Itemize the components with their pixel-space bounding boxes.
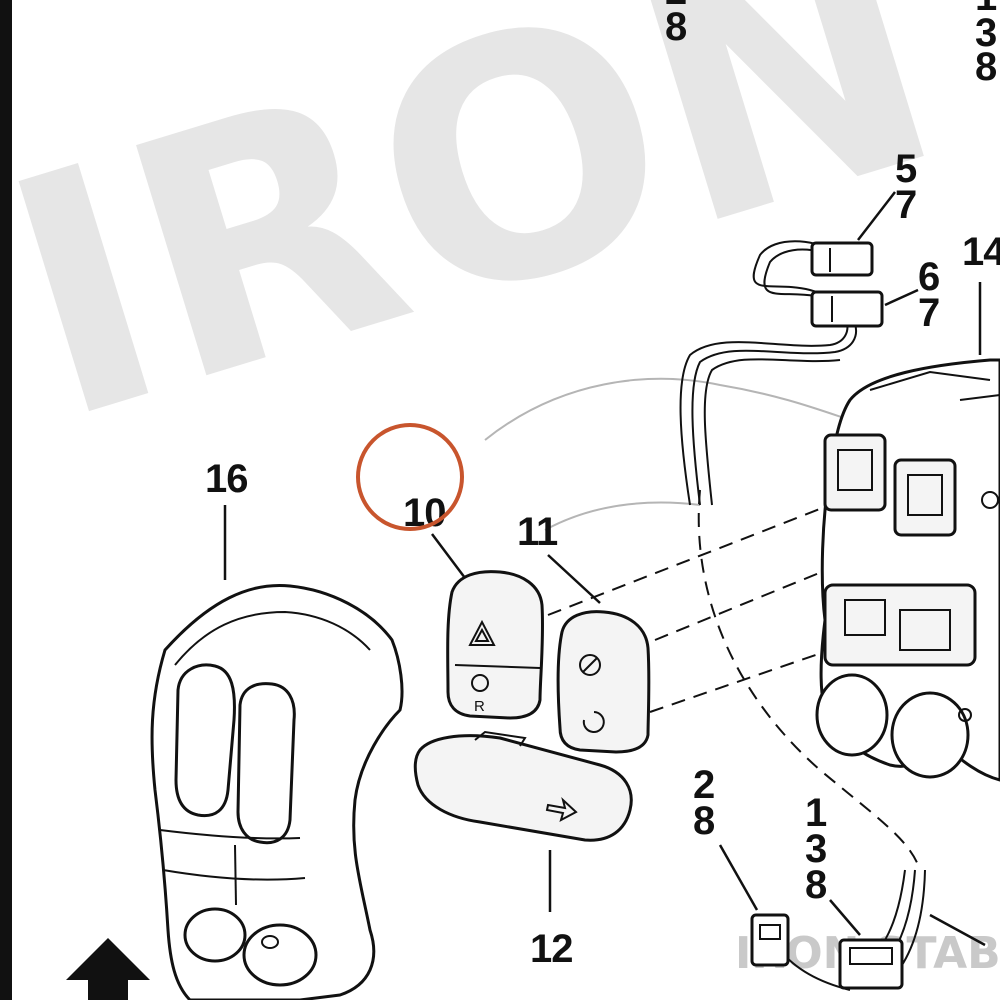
callout-1-top: 1 [975,0,997,19]
left-border-bar [0,0,12,1000]
up-arrow-icon [66,938,150,1000]
assembly-barrel-left [815,673,889,757]
callout-6: 6 [918,255,939,299]
leader-1-3-8-mid [829,899,861,936]
right-arrow-icon [545,796,578,822]
callout-3-top: 3 [975,11,996,55]
assembly-socket-left [823,433,887,512]
leader-6-7 [884,288,919,307]
leader-lower-right [929,913,986,947]
leader-10 [431,533,466,579]
callout-12: 12 [530,927,573,971]
ghost-arc-upper [484,377,851,441]
callout-2-top: 2 [665,0,686,13]
connector-6-7 [810,290,884,328]
callout-1-mid: 1 [805,791,827,835]
hazard-button-part-10: R [446,570,545,720]
callout-14: 14 [962,230,1000,274]
dashed-arc [697,489,921,871]
callout-3-mid: 3 [805,827,826,871]
callout-16: 16 [205,457,248,501]
leader-2-8-mid [718,844,759,911]
reset-icon [471,674,489,692]
cruise-icon [579,654,601,676]
leader-11 [547,554,601,604]
callout-8-mid2: 8 [805,863,827,907]
wire-harness-lower [750,869,926,991]
leader-5-7 [857,191,896,241]
callout-8-mid: 8 [693,799,715,843]
hazard-triangle-icon [468,619,496,646]
ghost-arc-lower [544,501,701,531]
callout-8-top2: 8 [975,45,997,89]
resume-icon [582,711,605,733]
cruise-button-part-11 [556,610,651,754]
callout-2-mid: 2 [693,763,714,807]
callout-7a: 7 [895,183,916,227]
callout-7b: 7 [918,291,939,335]
assembly-barrel-right [890,691,970,779]
switch-assembly-part-14 [815,358,1000,782]
wire-harness-upper [679,240,884,506]
reset-letter: R [474,698,485,715]
turn-signal-button-part-12 [413,730,633,842]
assembly-socket-right [893,458,957,537]
highlight-circle-10 [356,423,464,531]
callout-11: 11 [517,510,558,554]
hazard-triangle-inner-icon [474,627,490,642]
callout-8-top: 8 [665,5,687,49]
connector-5-7 [810,241,874,277]
callout-5: 5 [895,147,917,191]
switch-housing-part-16 [150,583,404,1000]
